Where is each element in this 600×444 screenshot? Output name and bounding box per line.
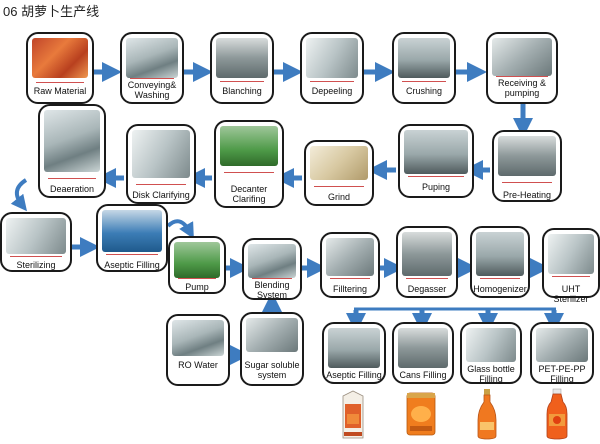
step-label: Depeeling <box>311 86 353 96</box>
deaeration-photo <box>44 110 100 172</box>
diagram-title: 06 胡萝卜生产线 <box>3 4 100 19</box>
step-label: Blending System <box>254 280 290 300</box>
step-label: Glass bottle Filling <box>467 364 515 384</box>
step-pump: Pump <box>168 236 226 294</box>
step-label: Disk Clarifying <box>132 190 190 200</box>
step-label: Conveying& Washing <box>127 80 177 100</box>
step-sterilizing: Sterilizing <box>0 212 72 272</box>
step-label: Sugar soluble system <box>244 360 300 380</box>
step-decanter-clarifing: Decanter Clarifing <box>214 120 284 208</box>
glass-bottle-filling-photo <box>466 328 516 362</box>
aseptic-filling-photo <box>102 210 162 252</box>
step-label: Pre-Heating <box>502 190 552 200</box>
pet-bottle-icon <box>546 388 568 440</box>
puping-photo <box>404 130 468 174</box>
step-depeeling: Depeeling <box>300 32 364 104</box>
step-pet-pe-pp-filling: PET-PE-PP Filling <box>530 322 594 384</box>
blanching-photo <box>216 38 268 78</box>
step-disk-clarifying: Disk Clarifying <box>126 124 196 204</box>
step-label: Raw Material <box>33 86 87 96</box>
raw-material-photo <box>32 38 88 78</box>
step-raw-material: Raw Material <box>26 32 94 104</box>
step-label: Aseptic Filling <box>326 370 382 380</box>
step-label: Receiving & pumping <box>497 78 547 98</box>
step-conveying-washing: Conveying& Washing <box>120 32 184 104</box>
step-label: Blanching <box>222 86 262 96</box>
step-homogenizer: Homogenizer <box>470 226 530 298</box>
step-uht-sterilizer: UHT Sterilizer <box>542 228 600 304</box>
ro-water-photo <box>172 320 224 356</box>
grind-photo <box>310 146 368 180</box>
step-grind: Grind <box>304 140 374 206</box>
step-label: Sterilizing <box>16 260 56 270</box>
sugar-soluble-system-photo <box>246 318 298 352</box>
conveying-washing-photo <box>126 38 178 78</box>
step-label: Crushing <box>405 86 443 96</box>
step-cans-filling: Cans Filling <box>392 322 454 384</box>
step-deaeration: Deaeration <box>38 104 106 198</box>
step-degasser: Degasser <box>396 226 458 298</box>
step-label: Homogenizer <box>473 284 527 294</box>
can-icon <box>406 392 436 436</box>
step-puping: Puping <box>398 124 474 198</box>
step-label: Decanter Clarifing <box>230 184 268 204</box>
step-aseptic-filling-2: Aseptic Filling <box>322 322 386 384</box>
step-label: Pump <box>185 282 209 292</box>
step-sugar-soluble-system: Sugar soluble system <box>240 312 304 386</box>
arrow-deaeration-to-sterilizing <box>10 178 28 212</box>
pre-heating-photo <box>498 136 556 176</box>
step-blending-system: Blending System <box>242 238 302 300</box>
step-label: Grind <box>327 192 350 202</box>
aseptic-filling-2-photo <box>328 328 380 368</box>
step-label: Aseptic Filling <box>104 260 160 270</box>
homogenizer-photo <box>476 232 524 276</box>
disk-clarifying-photo <box>132 130 190 178</box>
step-aseptic-filling: Aseptic Filling <box>96 204 168 272</box>
step-label: PET-PE-PP Filling <box>538 364 586 384</box>
degasser-photo <box>402 232 452 276</box>
filltering-photo <box>326 238 374 276</box>
step-label: Cans Filling <box>399 370 447 380</box>
crushing-photo <box>398 38 450 78</box>
step-glass-bottle-filling: Glass bottle Filling <box>460 322 522 384</box>
pet-pe-pp-filling-photo <box>536 328 588 362</box>
step-label: Filltering <box>332 284 367 294</box>
glass-bottle-icon <box>477 389 497 440</box>
step-blanching: Blanching <box>210 32 274 104</box>
step-label: RO Water <box>178 360 218 370</box>
step-label: Deaeration <box>49 184 95 194</box>
step-label: UHT Sterilizer <box>553 284 589 304</box>
step-filltering: Filltering <box>320 232 380 298</box>
step-crushing: Crushing <box>392 32 456 104</box>
step-receiving-pumping: Receiving & pumping <box>486 32 558 104</box>
step-label: Degasser <box>407 284 447 294</box>
receiving-pumping-photo <box>492 38 552 76</box>
pump-photo <box>174 242 220 278</box>
carton-package-icon <box>342 390 364 439</box>
arrow-aseptic-to-pump <box>166 219 194 239</box>
sterilizing-photo <box>6 218 66 254</box>
uht-sterilizer-photo <box>548 234 594 274</box>
blending-system-photo <box>248 244 296 278</box>
depeeling-photo <box>306 38 358 78</box>
step-label: Puping <box>421 182 451 192</box>
step-pre-heating: Pre-Heating <box>492 130 562 202</box>
step-ro-water: RO Water <box>166 314 230 386</box>
decanter-clarifing-photo <box>220 126 278 166</box>
cans-filling-photo <box>398 328 448 368</box>
